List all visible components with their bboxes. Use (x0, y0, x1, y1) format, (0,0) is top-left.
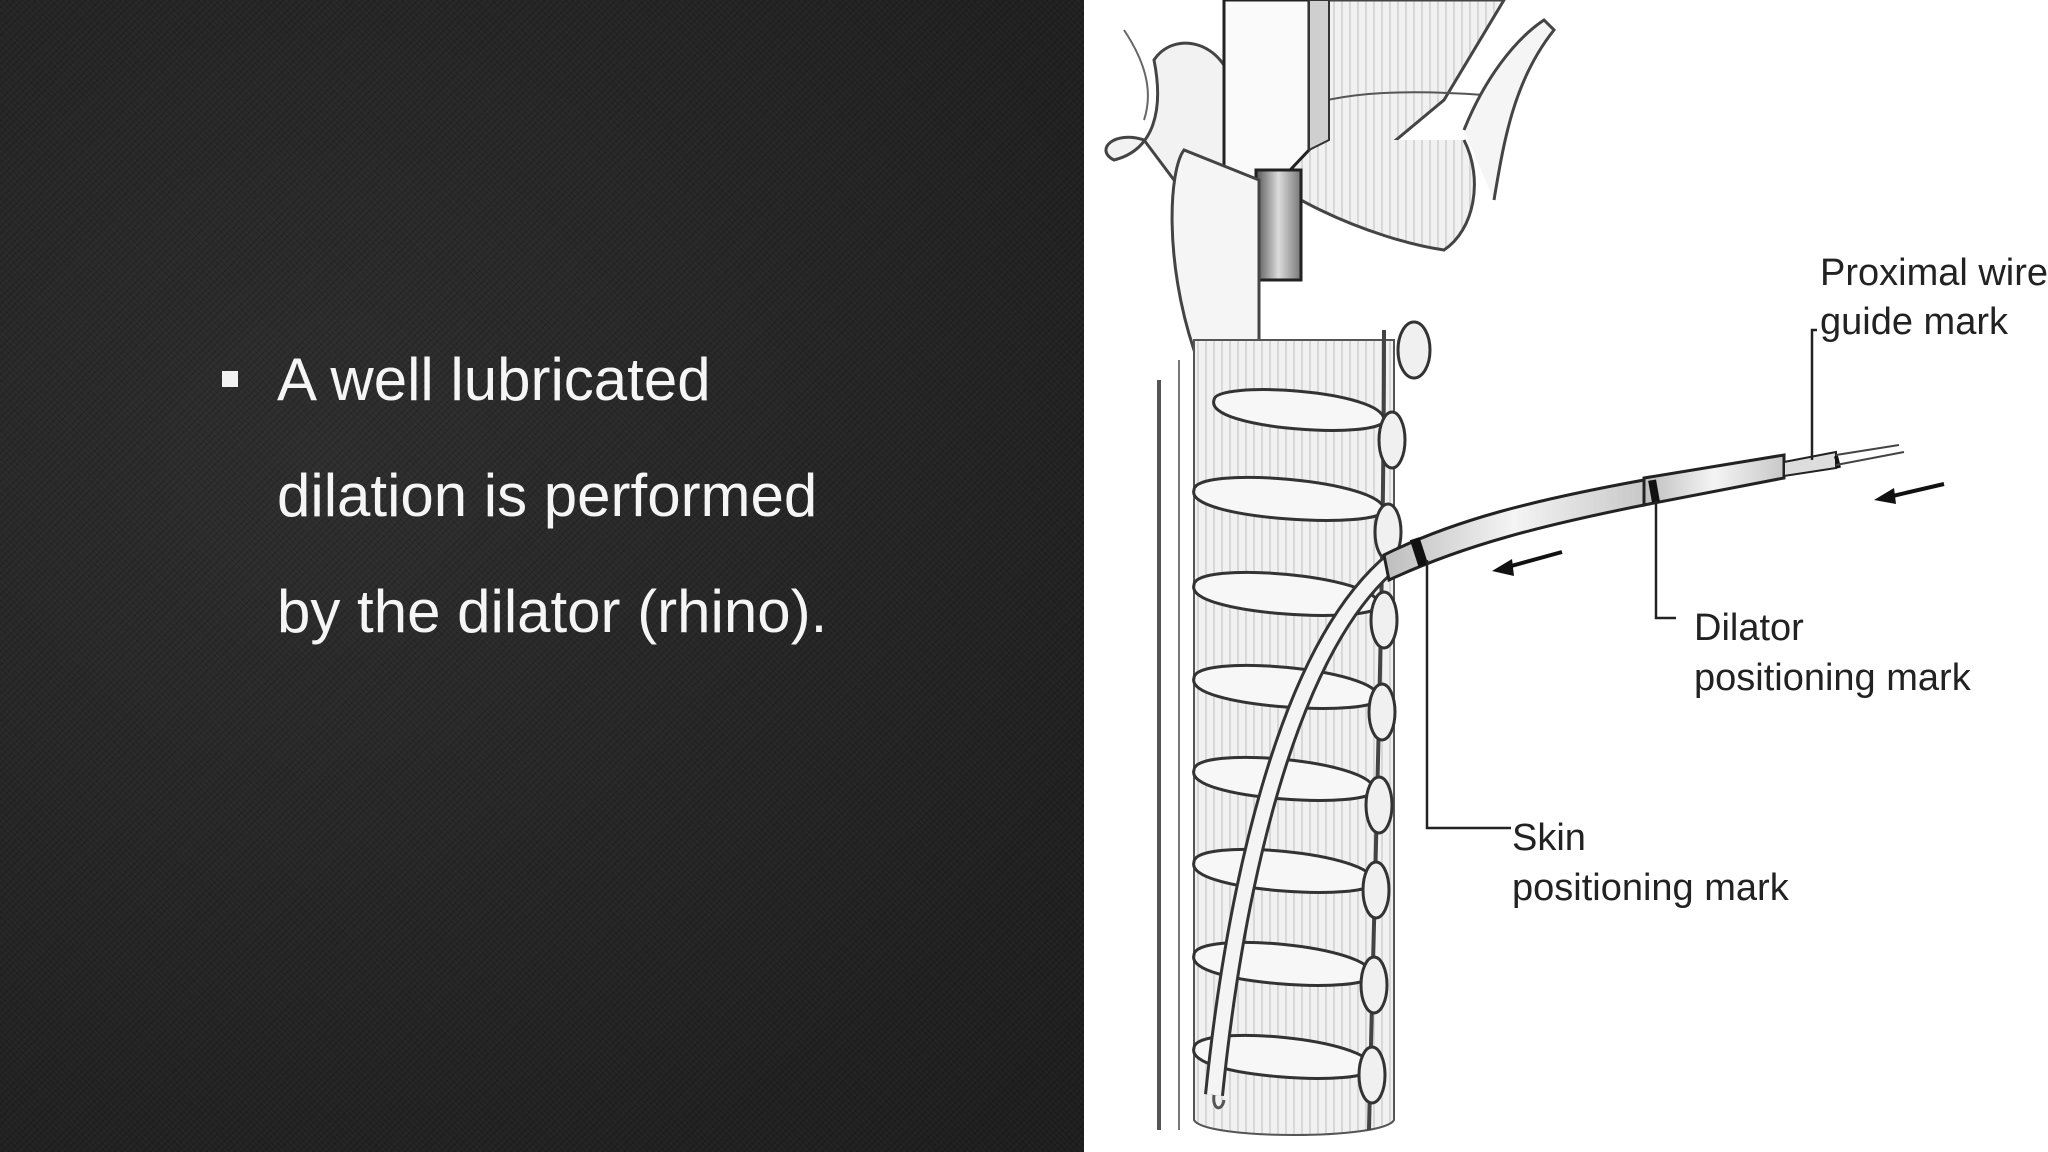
wire-mark (1834, 455, 1841, 469)
direction-arrows (1492, 482, 1945, 576)
text-panel: A well lubricated dilation is performed … (0, 0, 1084, 1152)
guide-wire (1783, 450, 1837, 478)
tracheostomy-dilator-illustration: Proximal wire guide mark Dilator positio… (1104, 0, 2048, 1136)
label-proximal-wire: Proximal wire (1820, 252, 2048, 294)
bullet-line-2: dilation is performed (277, 462, 818, 529)
label-skin-positioning-mark: positioning mark (1512, 867, 1790, 909)
bullet-text: A well lubricated dilation is performed … (277, 322, 1042, 670)
dilator-assembly (1204, 444, 1905, 1110)
bullet-square-icon (222, 371, 238, 387)
label-dilator-positioning-mark: positioning mark (1694, 657, 1972, 699)
cricoid-cartilage (1170, 148, 1261, 352)
trachea (1157, 329, 1395, 1136)
label-dilator: Dilator (1694, 607, 1804, 649)
label-guide-mark: guide mark (1820, 301, 2009, 343)
arrow-left-icon (1874, 482, 1945, 504)
leader-lines (1425, 328, 1817, 830)
label-skin: Skin (1512, 817, 1586, 859)
bullet-line-3: by the dilator (rhino). (277, 578, 828, 645)
larynx (1104, 0, 1557, 252)
dilator-tip (1642, 453, 1786, 507)
diagram-panel: Proximal wire guide mark Dilator positio… (1084, 0, 2048, 1152)
guide-wire-tip (1212, 1094, 1226, 1110)
dilator-mark (1648, 479, 1660, 503)
arrow-left-icon (1492, 550, 1563, 576)
skin-mark (1409, 537, 1429, 567)
bullet-item: A well lubricated dilation is performed … (222, 335, 1042, 670)
bullet-line-1: A well lubricated (277, 346, 711, 413)
